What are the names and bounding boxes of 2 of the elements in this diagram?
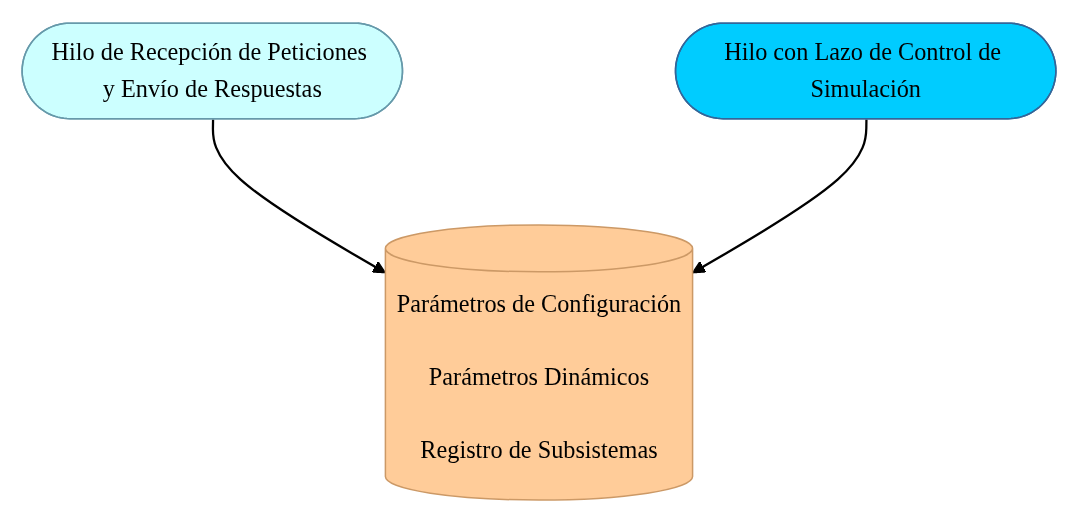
- arrow: [211, 119, 386, 274]
- arrow: [691, 119, 868, 274]
